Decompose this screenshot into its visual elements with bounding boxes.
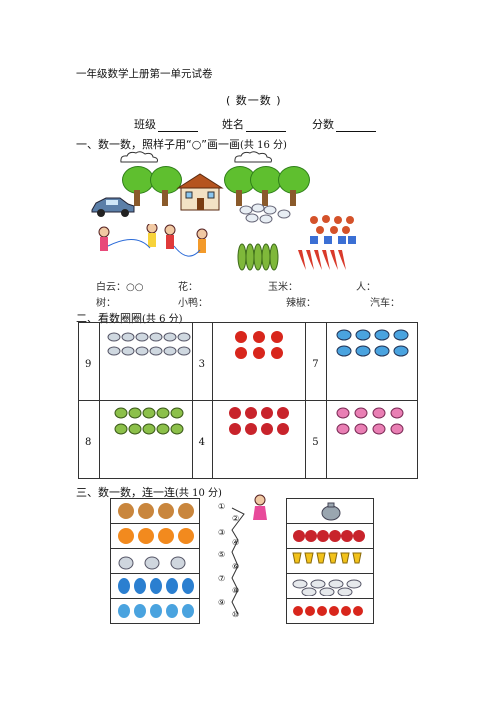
blue-bird-icon	[336, 329, 409, 357]
apple-icon	[293, 606, 363, 616]
number-4[interactable]: ④	[232, 538, 240, 547]
score-field: 分数	[312, 116, 376, 132]
section2-heading-text: 二、看数圈圈	[76, 312, 142, 325]
section2-heading: 二、看数圈圈(共 6 分)	[76, 310, 183, 326]
cell-birds-9[interactable]	[98, 322, 193, 401]
page-subtitle: ( 数一数 )	[226, 94, 282, 107]
cell-number: 4	[191, 400, 214, 479]
name-blank[interactable]	[246, 121, 286, 132]
left-picture-column	[110, 498, 200, 624]
section3-heading: 三、数一数，连一连(共 10 分)	[76, 484, 222, 500]
counting-scene	[90, 150, 410, 280]
number-3[interactable]: ③	[218, 528, 226, 537]
number-1[interactable]: ①	[218, 502, 226, 511]
row-kettle[interactable]	[287, 499, 373, 524]
section2-points: (共 6 分)	[142, 314, 183, 325]
label-people[interactable]: 人：	[356, 282, 376, 293]
label-duck[interactable]: 小鸭：	[178, 298, 208, 309]
cup-icon	[292, 552, 362, 564]
cloud-icon	[120, 151, 158, 163]
tree-icon	[278, 166, 310, 206]
tree-icon	[150, 166, 182, 206]
score-blank[interactable]	[336, 121, 376, 132]
cell-number: 8	[78, 400, 100, 479]
label-tree[interactable]: 树：	[96, 298, 116, 309]
cloud-icon	[234, 151, 272, 163]
penguin-icon	[118, 578, 194, 594]
row-monkeys[interactable]	[111, 499, 199, 524]
number-5[interactable]: ⑤	[218, 550, 226, 559]
circle-count-table: 9 3 7 8 4	[78, 322, 418, 479]
pepper-icon	[298, 250, 346, 270]
tiger-icon	[118, 528, 194, 544]
row-apples[interactable]	[287, 599, 373, 623]
class-label: 班级	[134, 118, 156, 131]
monkey-icon	[118, 503, 194, 519]
kettle-icon	[321, 502, 341, 521]
number-path: ① ② ③ ④ ⑤ ⑥ ⑦ ⑧ ⑨ ⑩	[214, 494, 274, 624]
name-field: 姓名	[222, 116, 286, 132]
row-shoes[interactable]	[287, 574, 373, 599]
cell-number: 9	[78, 322, 100, 401]
bird-icon	[107, 332, 191, 356]
shoe-icon	[292, 579, 362, 596]
path-lines	[231, 507, 245, 615]
section1-heading: 一、数一数，照样子用“○”画一画(共 16 分)	[76, 136, 287, 152]
strawberry-icon	[229, 407, 290, 435]
class-field: 班级	[134, 116, 198, 132]
page-title: 一年级数学上册第一单元试卷	[76, 68, 213, 80]
row-strawberries[interactable]	[287, 524, 373, 549]
number-7[interactable]: ⑦	[218, 574, 226, 583]
green-bird-icon	[114, 407, 184, 435]
label-corn[interactable]: 玉米：	[268, 282, 298, 293]
tree-icon	[250, 166, 282, 206]
number-9[interactable]: ⑨	[218, 598, 226, 607]
row-penguins[interactable]	[111, 574, 199, 599]
apple-icon	[235, 331, 284, 359]
house-icon	[176, 173, 224, 211]
number-8[interactable]: ⑧	[232, 586, 240, 595]
label-pepper[interactable]: 辣椒：	[286, 298, 316, 309]
pink-bird-icon	[336, 407, 404, 435]
label-flower[interactable]: 花：	[178, 282, 198, 293]
cell-apples-3[interactable]	[212, 322, 307, 401]
class-blank[interactable]	[158, 121, 198, 132]
row-cups[interactable]	[287, 549, 373, 574]
number-2[interactable]: ②	[232, 514, 240, 523]
strawberry-icon	[293, 530, 365, 542]
cell-greenbirds-8[interactable]	[98, 400, 193, 479]
label-car[interactable]: 汽车：	[370, 298, 400, 309]
name-label: 姓名	[222, 118, 244, 131]
cell-number: 7	[305, 322, 328, 401]
blue-bird-icon	[118, 604, 194, 618]
girl-icon	[253, 494, 267, 520]
section1-heading-text: 一、数一数，照样子用“○”画一画	[76, 138, 240, 151]
number-10[interactable]: ⑩	[232, 610, 240, 619]
cell-pinkbirds-5[interactable]	[326, 400, 418, 479]
score-label: 分数	[312, 118, 334, 131]
label-cloud[interactable]: 白云：○○	[96, 282, 144, 293]
children-jumprope-icon	[98, 224, 208, 257]
section3-points: (共 10 分)	[175, 488, 222, 499]
right-picture-column	[286, 498, 374, 624]
car-icon	[91, 197, 135, 217]
cell-strawberries-4[interactable]	[212, 400, 307, 479]
row-bluebirds[interactable]	[111, 599, 199, 623]
ostrich-icon	[118, 556, 186, 570]
row-ostriches[interactable]	[111, 549, 199, 574]
flower-pots-icon	[310, 215, 356, 244]
section1-points: (共 16 分)	[240, 140, 287, 151]
section3-heading-text: 三、数一数，连一连	[76, 486, 175, 499]
corn-icon	[237, 243, 279, 271]
row-tigers[interactable]	[111, 524, 199, 549]
duck-group-icon	[239, 203, 291, 224]
cell-number: 5	[305, 400, 328, 479]
cell-bluebirds-7[interactable]	[326, 322, 418, 401]
number-6[interactable]: ⑥	[232, 562, 240, 571]
